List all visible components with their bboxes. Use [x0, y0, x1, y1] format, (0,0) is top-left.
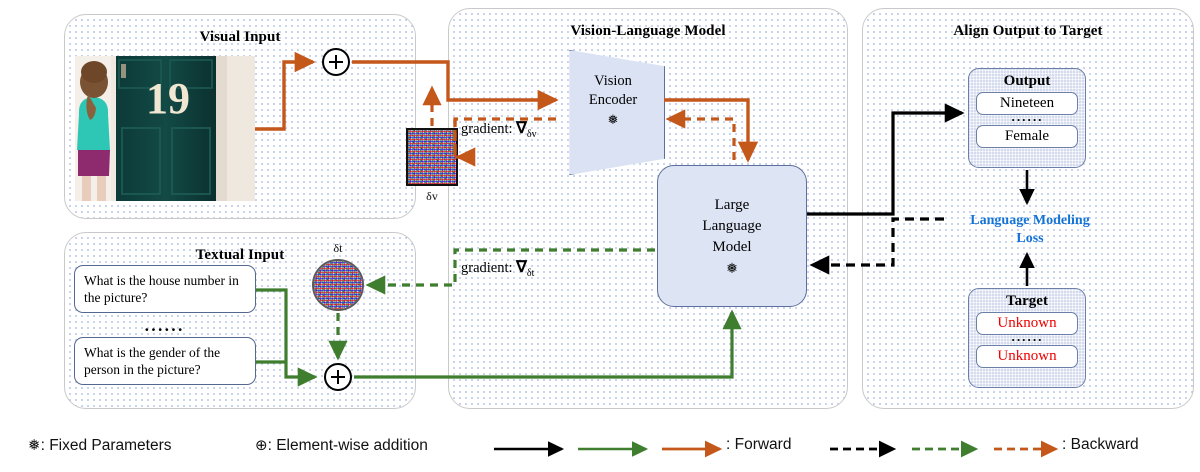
gradient-visual-prefix: gradient:: [461, 121, 517, 137]
question-box-2: What is the gender of the person in the …: [74, 337, 256, 385]
loss-line1: Language Modeling: [970, 213, 1090, 228]
language-modeling-loss-label: Language Modeling Loss: [952, 212, 1108, 248]
gradient-text-label: gradient: ∇δt: [461, 257, 534, 279]
panel-align-title: Align Output to Target: [953, 23, 1103, 39]
vision-encoder-line1: Vision: [594, 73, 632, 89]
output-caption: Output: [1003, 73, 1051, 89]
noise-texture: [408, 130, 456, 184]
nabla-icon: ∇: [516, 259, 527, 276]
gradient-text-sub: δt: [526, 267, 535, 279]
target-row-2: Unknown: [976, 345, 1078, 368]
large-language-model-block: Large Language Model ❅: [657, 165, 807, 307]
target-row-1: Unknown: [976, 312, 1078, 335]
target-caption: Target: [1006, 293, 1048, 309]
panel-visual-input-title: Visual Input: [199, 29, 281, 45]
legend-forward-arrows: [494, 440, 722, 458]
legend-forward-text: : Forward: [726, 436, 792, 453]
legend-frozen-text: : Fixed Parameters: [40, 437, 172, 454]
output-row-2: Female: [976, 125, 1078, 148]
noise-texture: [314, 261, 362, 309]
visual-perturbation-patch: [406, 128, 458, 186]
input-photo: 19: [75, 56, 255, 201]
panel-textual-input-title: Textual Input: [195, 247, 285, 263]
legend-addition-text: : Element-wise addition: [267, 437, 428, 454]
nabla-icon: ∇: [516, 120, 527, 137]
gradient-text-prefix: gradient:: [461, 260, 517, 276]
question-text-1: What is the house number in the picture?: [84, 273, 239, 305]
gradient-visual-sub: δv: [526, 128, 537, 140]
output-box: Output Nineteen ······ Female: [968, 68, 1086, 168]
legend-backward-arrows: [830, 440, 1058, 458]
gradient-visual-label: gradient: ∇δv: [461, 118, 537, 140]
panel-vlm-title: Vision-Language Model: [570, 23, 726, 39]
target-ellipsis: ······: [1010, 332, 1043, 347]
textual-addition-node: [324, 363, 352, 391]
visual-addition-node: [322, 48, 350, 76]
textual-perturbation-patch: [312, 259, 364, 311]
vision-encoder-block: Vision Encoder ❅: [561, 50, 665, 175]
llm-line3: Model: [712, 239, 752, 255]
photo-illustration: 19: [75, 56, 255, 201]
snowflake-icon: ❅: [607, 112, 619, 127]
question-text-2: What is the gender of the person in the …: [84, 345, 221, 377]
legend: ❅: Fixed Parameters ⊕: Element-wise addi…: [0, 424, 1200, 472]
vision-encoder-label: Vision Encoder ❅: [561, 72, 665, 127]
output-ellipsis: ······: [1010, 112, 1043, 127]
llm-line1: Large: [714, 197, 750, 213]
textual-perturbation-label: δt: [333, 241, 343, 255]
svg-text:19: 19: [146, 74, 190, 123]
llm-line2: Language: [702, 218, 762, 234]
legend-addition: ⊕: Element-wise addition: [255, 436, 428, 455]
vision-encoder-shape: [569, 50, 665, 175]
visual-perturbation-label: δv: [426, 189, 438, 203]
legend-frozen: ❅: Fixed Parameters: [28, 436, 172, 455]
vision-encoder-line2: Encoder: [588, 92, 638, 108]
output-row-1: Nineteen: [976, 92, 1078, 115]
loss-line2: Loss: [1016, 231, 1044, 246]
snowflake-icon: ❅: [28, 436, 41, 454]
legend-backward-text: : Backward: [1062, 436, 1139, 453]
target-box: Target Unknown ······ Unknown: [968, 288, 1086, 388]
questions-ellipsis: ······: [143, 320, 185, 339]
snowflake-icon: ❅: [726, 262, 738, 277]
question-box-1: What is the house number in the picture?: [74, 265, 256, 313]
plus-circle-icon: ⊕: [255, 436, 268, 454]
